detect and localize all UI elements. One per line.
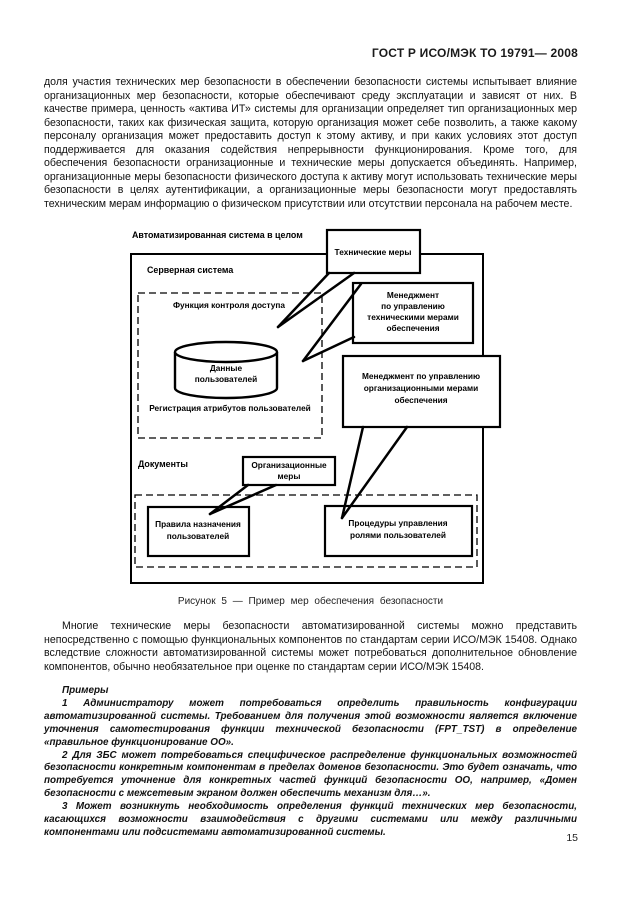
example-item-1: 1 Администратору может потребоваться опр…: [44, 697, 577, 748]
label-documents: Документы: [138, 459, 188, 469]
tech-management-pointer-line1: [301, 282, 363, 363]
label-org-management-line3: обеспечения: [394, 395, 447, 405]
label-user-rules-line2: пользователей: [167, 531, 229, 541]
label-role-procedures-line1: Процедуры управления: [348, 518, 447, 528]
tech-management-box: [351, 281, 475, 345]
label-org-measures-line2: меры: [278, 471, 301, 481]
figure5-caption: Рисунок 5 — Пример мер обеспечения безоп…: [177, 596, 444, 607]
label-role-procedures-line2: ролями пользователей: [350, 530, 446, 540]
examples-block: Примеры 1 Администратору может потребова…: [44, 685, 577, 840]
example-item-3: 3 Может возникнуть необходимость определ…: [44, 801, 577, 838]
label-user-data-line1: Данные: [210, 363, 243, 373]
body-paragraph-2: Многие технические меры безопасности авт…: [44, 620, 577, 673]
label-tech-management-line3: техническими мерами: [367, 312, 459, 322]
example-item-2: 2 Для ЗБС может потребоваться специфичес…: [44, 749, 577, 800]
technical-measures-pointer-line1: [276, 271, 331, 329]
label-org-management-line1: Менеджмент по управлению: [362, 371, 480, 381]
label-registration: Регистрация атрибутов пользователей: [149, 403, 311, 413]
org-measures-pointer-line2: [208, 483, 278, 516]
examples-title: Примеры: [62, 685, 109, 696]
label-org-measures-line1: Организационные: [251, 460, 327, 470]
label-access-control: Функция контроля доступа: [173, 300, 285, 310]
org-measures-box: [241, 455, 337, 487]
documents-dashed-box: [134, 494, 478, 568]
org-measures-pointer-line1: [208, 483, 250, 516]
user-data-cylinder-body: [173, 352, 279, 400]
label-user-data-line2: пользователей: [195, 374, 257, 384]
org-management-box: [341, 354, 502, 429]
label-tech-management-line2: по управлению: [381, 301, 445, 311]
label-technical-measures: Технические меры: [335, 247, 412, 257]
page-number: 15: [566, 832, 578, 844]
org-management-pointer-line1: [340, 425, 365, 520]
label-tech-management-line4: обеспечения: [386, 323, 439, 333]
access-control-dashed-box: [137, 292, 323, 439]
technical-measures-box: [325, 228, 422, 275]
document-title-header: ГОСТ Р ИСО/МЭК ТО 19791— 2008: [371, 46, 578, 60]
tech-management-pointer-line2: [301, 335, 356, 363]
user-data-cylinder-top: [173, 340, 279, 364]
label-tech-management-line1: Менеджмент: [387, 290, 439, 300]
technical-measures-pointer-line2: [276, 271, 356, 329]
label-org-management-line2: организационными мерами: [364, 383, 479, 393]
user-rules-box: [146, 505, 251, 558]
label-server-system: Серверная система: [147, 265, 233, 275]
label-automated-system: Автоматизированная система в целом: [132, 230, 303, 240]
body-paragraph-1: доля участия технических мер безопасност…: [44, 76, 577, 210]
label-user-rules-line1: Правила назначения: [155, 519, 241, 529]
org-management-pointer-line2: [340, 425, 409, 520]
figure5-diagram: Автоматизированная система в целом Серве…: [130, 228, 502, 584]
role-procedures-box: [323, 504, 474, 558]
